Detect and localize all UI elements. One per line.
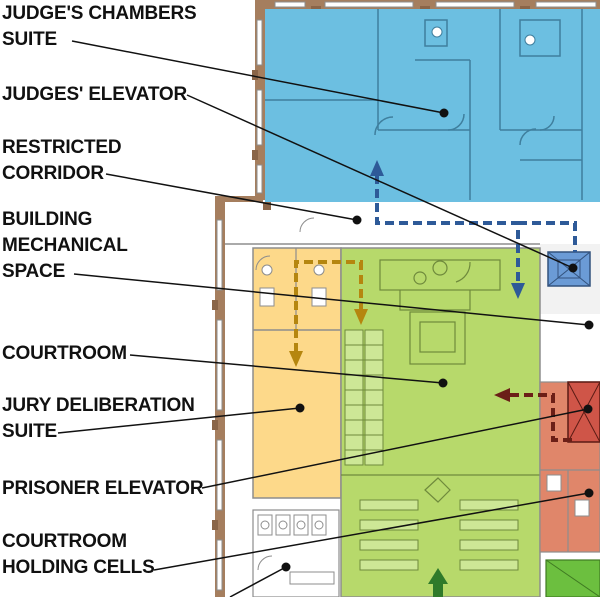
label-judges-elevator: JUDGES' ELEVATOR <box>2 82 187 108</box>
label-jury-deliberation-suite-line-2: SUITE <box>2 421 57 442</box>
label-courtroom-holding-cells-line-2: HOLDING CELLS <box>2 557 155 578</box>
circulation-paths <box>289 160 577 597</box>
leader-dots <box>281 108 594 572</box>
courtroom-area <box>340 247 541 597</box>
judges-chambers-area <box>265 9 600 202</box>
mechanical-and-elevator <box>540 244 600 314</box>
label-judges-elevator-line-1: JUDGES' ELEVATOR <box>2 84 188 105</box>
label-restricted-corridor-line-1: RESTRICTED <box>2 137 122 158</box>
windows <box>216 1 597 591</box>
label-building-mechanical-space: BUILDING MECHANICAL SPACE <box>2 207 128 285</box>
label-courtroom-holding-cells-line-1: COURTROOM <box>2 531 127 552</box>
label-jury-deliberation-suite: JURY DELIBERATION SUITE <box>2 393 195 445</box>
restroom-area <box>252 509 340 597</box>
label-judges-chambers-suite-line-1: JUDGE'S CHAMBERS <box>2 3 197 24</box>
label-judges-chambers-suite: JUDGE'S CHAMBERS SUITE <box>2 1 197 53</box>
label-restricted-corridor: RESTRICTED CORRIDOR <box>2 135 122 187</box>
restricted-corridor-area <box>225 202 600 245</box>
label-prisoner-elevator: PRISONER ELEVATOR <box>2 476 204 502</box>
label-courtroom: COURTROOM <box>2 341 127 367</box>
label-jury-deliberation-suite-line-1: JURY DELIBERATION <box>2 395 195 416</box>
label-courtroom-line-1: COURTROOM <box>2 343 127 364</box>
label-building-mechanical-space-line-1: BUILDING <box>2 209 93 230</box>
label-building-mechanical-space-line-3: SPACE <box>2 261 66 282</box>
label-judges-chambers-suite-line-2: SUITE <box>2 29 57 50</box>
label-prisoner-elevator-line-1: PRISONER ELEVATOR <box>2 478 204 499</box>
label-building-mechanical-space-line-2: MECHANICAL <box>2 235 128 256</box>
leader-lines <box>57 40 590 597</box>
label-courtroom-holding-cells: COURTROOM HOLDING CELLS <box>2 529 155 581</box>
label-restricted-corridor-line-2: CORRIDOR <box>2 163 104 184</box>
